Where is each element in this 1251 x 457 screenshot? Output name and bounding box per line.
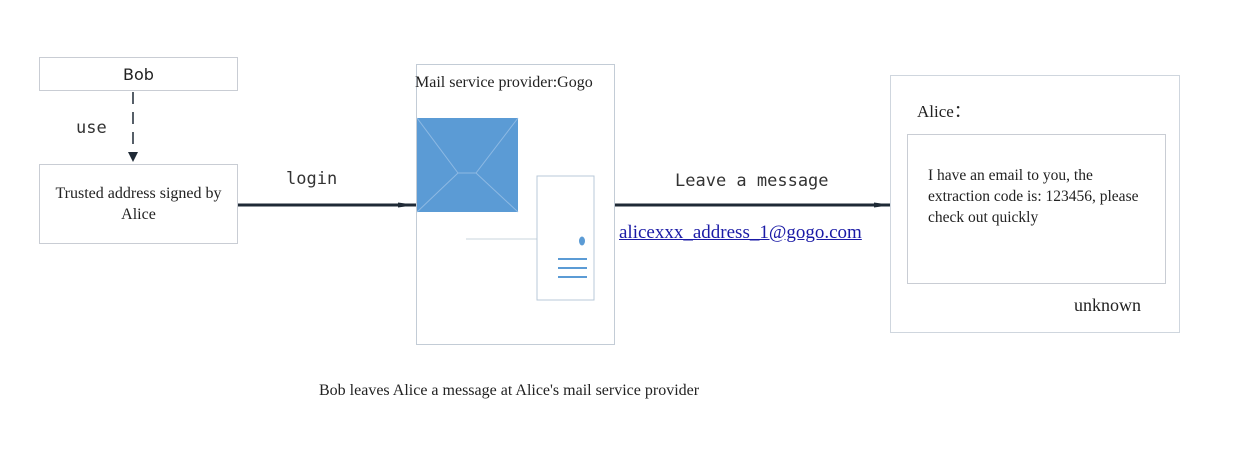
alice-message-box: I have an email to you, the extraction c… (907, 134, 1166, 284)
server-icon (466, 175, 595, 301)
leave-message-label: Leave a message (675, 171, 829, 191)
alice-node: Alice： I have an email to you, the extra… (890, 75, 1180, 333)
login-label: login (286, 169, 338, 189)
mail-provider-node: Mail service provider:Gogo (415, 64, 615, 345)
envelope-icon (416, 117, 519, 213)
trusted-address-node: Trusted address signed by Alice (39, 164, 238, 244)
alice-address-link[interactable]: alicexxx_address_1@gogo.com (619, 222, 862, 243)
bob-node: Bob (39, 57, 238, 91)
alice-footer-label: unknown (1074, 295, 1141, 315)
bob-label: Bob (123, 64, 154, 84)
mail-provider-title: Mail service provider:Gogo (415, 74, 593, 91)
diagram-caption: Bob leaves Alice a message at Alice's ma… (319, 382, 700, 399)
alice-message-text: I have an email to you, the extraction c… (928, 167, 1139, 226)
trusted-address-text: Trusted address signed by Alice (55, 185, 222, 223)
alice-title: Alice： (917, 102, 971, 121)
use-label: use (76, 118, 107, 138)
